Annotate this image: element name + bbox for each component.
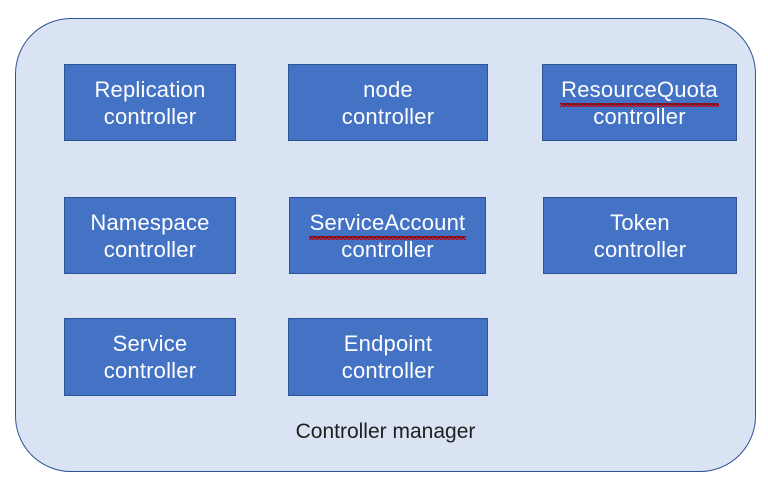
controller-manager-label: Controller manager xyxy=(295,420,476,443)
box-label-line2: controller xyxy=(341,358,435,383)
box-label-line2: controller xyxy=(593,236,687,262)
box-label-line1: Replication xyxy=(94,76,206,102)
box-resourcequota-controller: ResourceQuota controller xyxy=(542,64,737,141)
box-label-line1: Service xyxy=(112,331,188,356)
box-label-line1: Namespace xyxy=(90,209,210,235)
box-label-line1-misspelled: ServiceAccount xyxy=(308,209,466,240)
box-label-line2: controller xyxy=(341,236,434,262)
box-node-controller: node controller xyxy=(288,64,488,141)
box-label-line1: Endpoint xyxy=(343,331,433,356)
controller-manager-container: Replication controller node controller R… xyxy=(15,18,756,472)
box-label-line2: controller xyxy=(103,358,197,383)
box-label-line2: controller xyxy=(103,236,197,262)
box-label-line2: controller xyxy=(103,103,197,129)
box-label-line2: controller xyxy=(593,103,686,129)
box-serviceaccount-controller: ServiceAccount controller xyxy=(289,197,486,274)
box-token-controller: Token controller xyxy=(543,197,737,274)
box-label-line1: node xyxy=(363,76,413,102)
box-label-line1-misspelled: ResourceQuota xyxy=(560,76,719,107)
box-replication-controller: Replication controller xyxy=(64,64,236,141)
box-namespace-controller: Namespace controller xyxy=(64,197,236,274)
box-label-line1: Token xyxy=(610,209,670,235)
box-label-line2: controller xyxy=(341,103,435,129)
box-service-controller: Service controller xyxy=(64,318,236,396)
box-endpoint-controller: Endpoint controller xyxy=(288,318,488,396)
